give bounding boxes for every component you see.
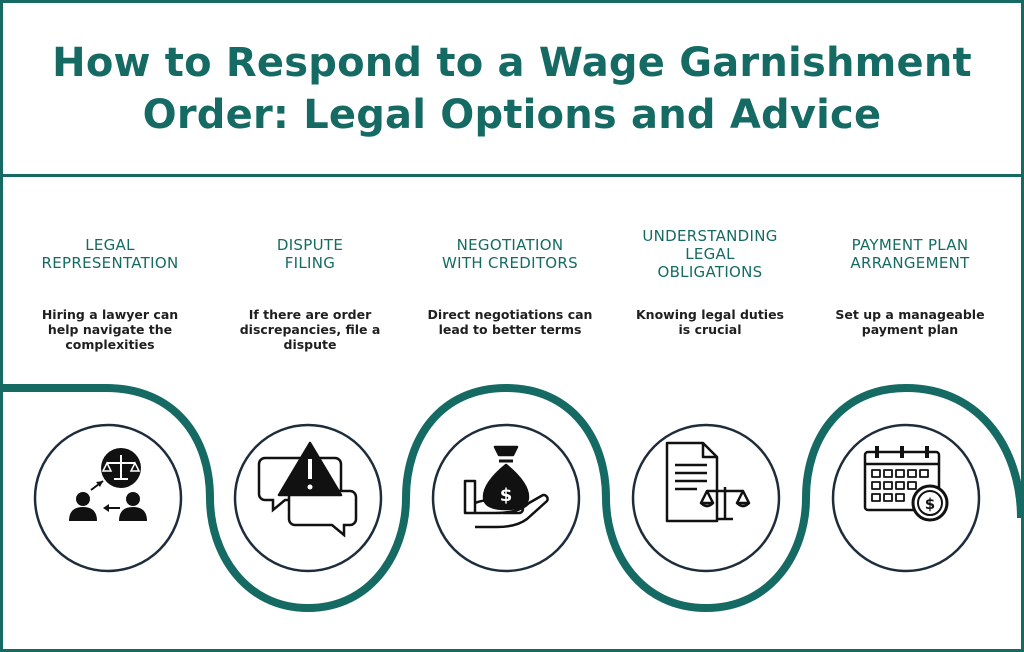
step-description: Direct negotiations can lead to better t… — [405, 307, 615, 337]
step-description: Hiring a lawyer can help navigate the co… — [5, 307, 215, 352]
step-title-line: REPRESENTATION — [41, 254, 179, 272]
step-desc-line: complexities — [65, 337, 155, 352]
legal-document-scales-icon — [665, 441, 751, 523]
title-line-2: Order: Legal Options and Advice — [142, 91, 882, 138]
step-title-line: LEGAL — [685, 245, 735, 263]
step-title-line: DISPUTE — [276, 236, 344, 254]
step-title-line: NEGOTIATION — [456, 236, 564, 254]
step-desc-line: Set up a manageable — [835, 307, 985, 322]
step-title: DISPUTE FILING — [205, 225, 415, 283]
step-payment-plan-arrangement: PAYMENT PLAN ARRANGEMENT Set up a manage… — [805, 225, 1015, 365]
step-desc-line: lead to better terms — [438, 322, 582, 337]
step-circle-4 — [631, 423, 781, 573]
step-desc-line: Hiring a lawyer can — [41, 307, 179, 322]
step-description: Knowing legal duties is crucial — [605, 307, 815, 337]
step-circle-5 — [831, 423, 981, 573]
title-line-1: How to Respond to a Wage Garnishment — [52, 39, 972, 86]
page-title: How to Respond to a Wage Garnishment Ord… — [52, 37, 972, 141]
step-desc-line: Direct negotiations can — [427, 307, 593, 322]
step-title-line: OBLIGATIONS — [657, 263, 763, 281]
lawyer-consultation-icon — [69, 448, 147, 521]
step-title: UNDERSTANDING LEGAL OBLIGATIONS — [605, 225, 815, 283]
step-desc-line: dispute — [283, 337, 337, 352]
step-title: PAYMENT PLAN ARRANGEMENT — [805, 225, 1015, 283]
step-desc-line: payment plan — [861, 322, 959, 337]
step-understanding-legal-obligations: UNDERSTANDING LEGAL OBLIGATIONS Knowing … — [605, 225, 815, 365]
step-legal-representation: LEGAL REPRESENTATION Hiring a lawyer can… — [5, 225, 215, 365]
svg-text:$: $ — [925, 495, 935, 513]
step-desc-line: discrepancies, file a — [239, 322, 381, 337]
step-title-line: FILING — [284, 254, 336, 272]
step-title-line: LEGAL — [85, 236, 135, 254]
step-title: NEGOTIATION WITH CREDITORS — [405, 225, 615, 283]
step-desc-line: If there are order — [248, 307, 372, 322]
money-bag-hand-icon: $ — [463, 445, 549, 529]
step-negotiation-with-creditors: NEGOTIATION WITH CREDITORS Direct negoti… — [405, 225, 615, 365]
calendar-dollar-icon: $ — [863, 446, 949, 522]
step-title-line: UNDERSTANDING — [642, 227, 778, 245]
step-title-line: PAYMENT PLAN — [851, 236, 969, 254]
step-description: Set up a manageable payment plan — [805, 307, 1015, 337]
step-title-line: WITH CREDITORS — [442, 254, 578, 272]
step-circle-1 — [33, 423, 183, 573]
step-desc-line: help navigate the — [47, 322, 173, 337]
step-title: LEGAL REPRESENTATION — [5, 225, 215, 283]
header-divider — [3, 174, 1021, 177]
dispute-warning-icon — [257, 441, 358, 538]
step-dispute-filing: DISPUTE FILING If there are order discre… — [205, 225, 415, 365]
step-desc-line: Knowing legal duties — [635, 307, 784, 322]
step-title-line: ARRANGEMENT — [850, 254, 970, 272]
step-desc-line: is crucial — [678, 322, 742, 337]
svg-text:$: $ — [500, 485, 513, 506]
wave-connector — [3, 383, 1021, 613]
flow-graphic: $ — [3, 383, 1021, 613]
header: How to Respond to a Wage Garnishment Ord… — [3, 3, 1021, 174]
step-description: If there are order discrepancies, file a… — [205, 307, 415, 352]
step-circles — [33, 423, 981, 573]
